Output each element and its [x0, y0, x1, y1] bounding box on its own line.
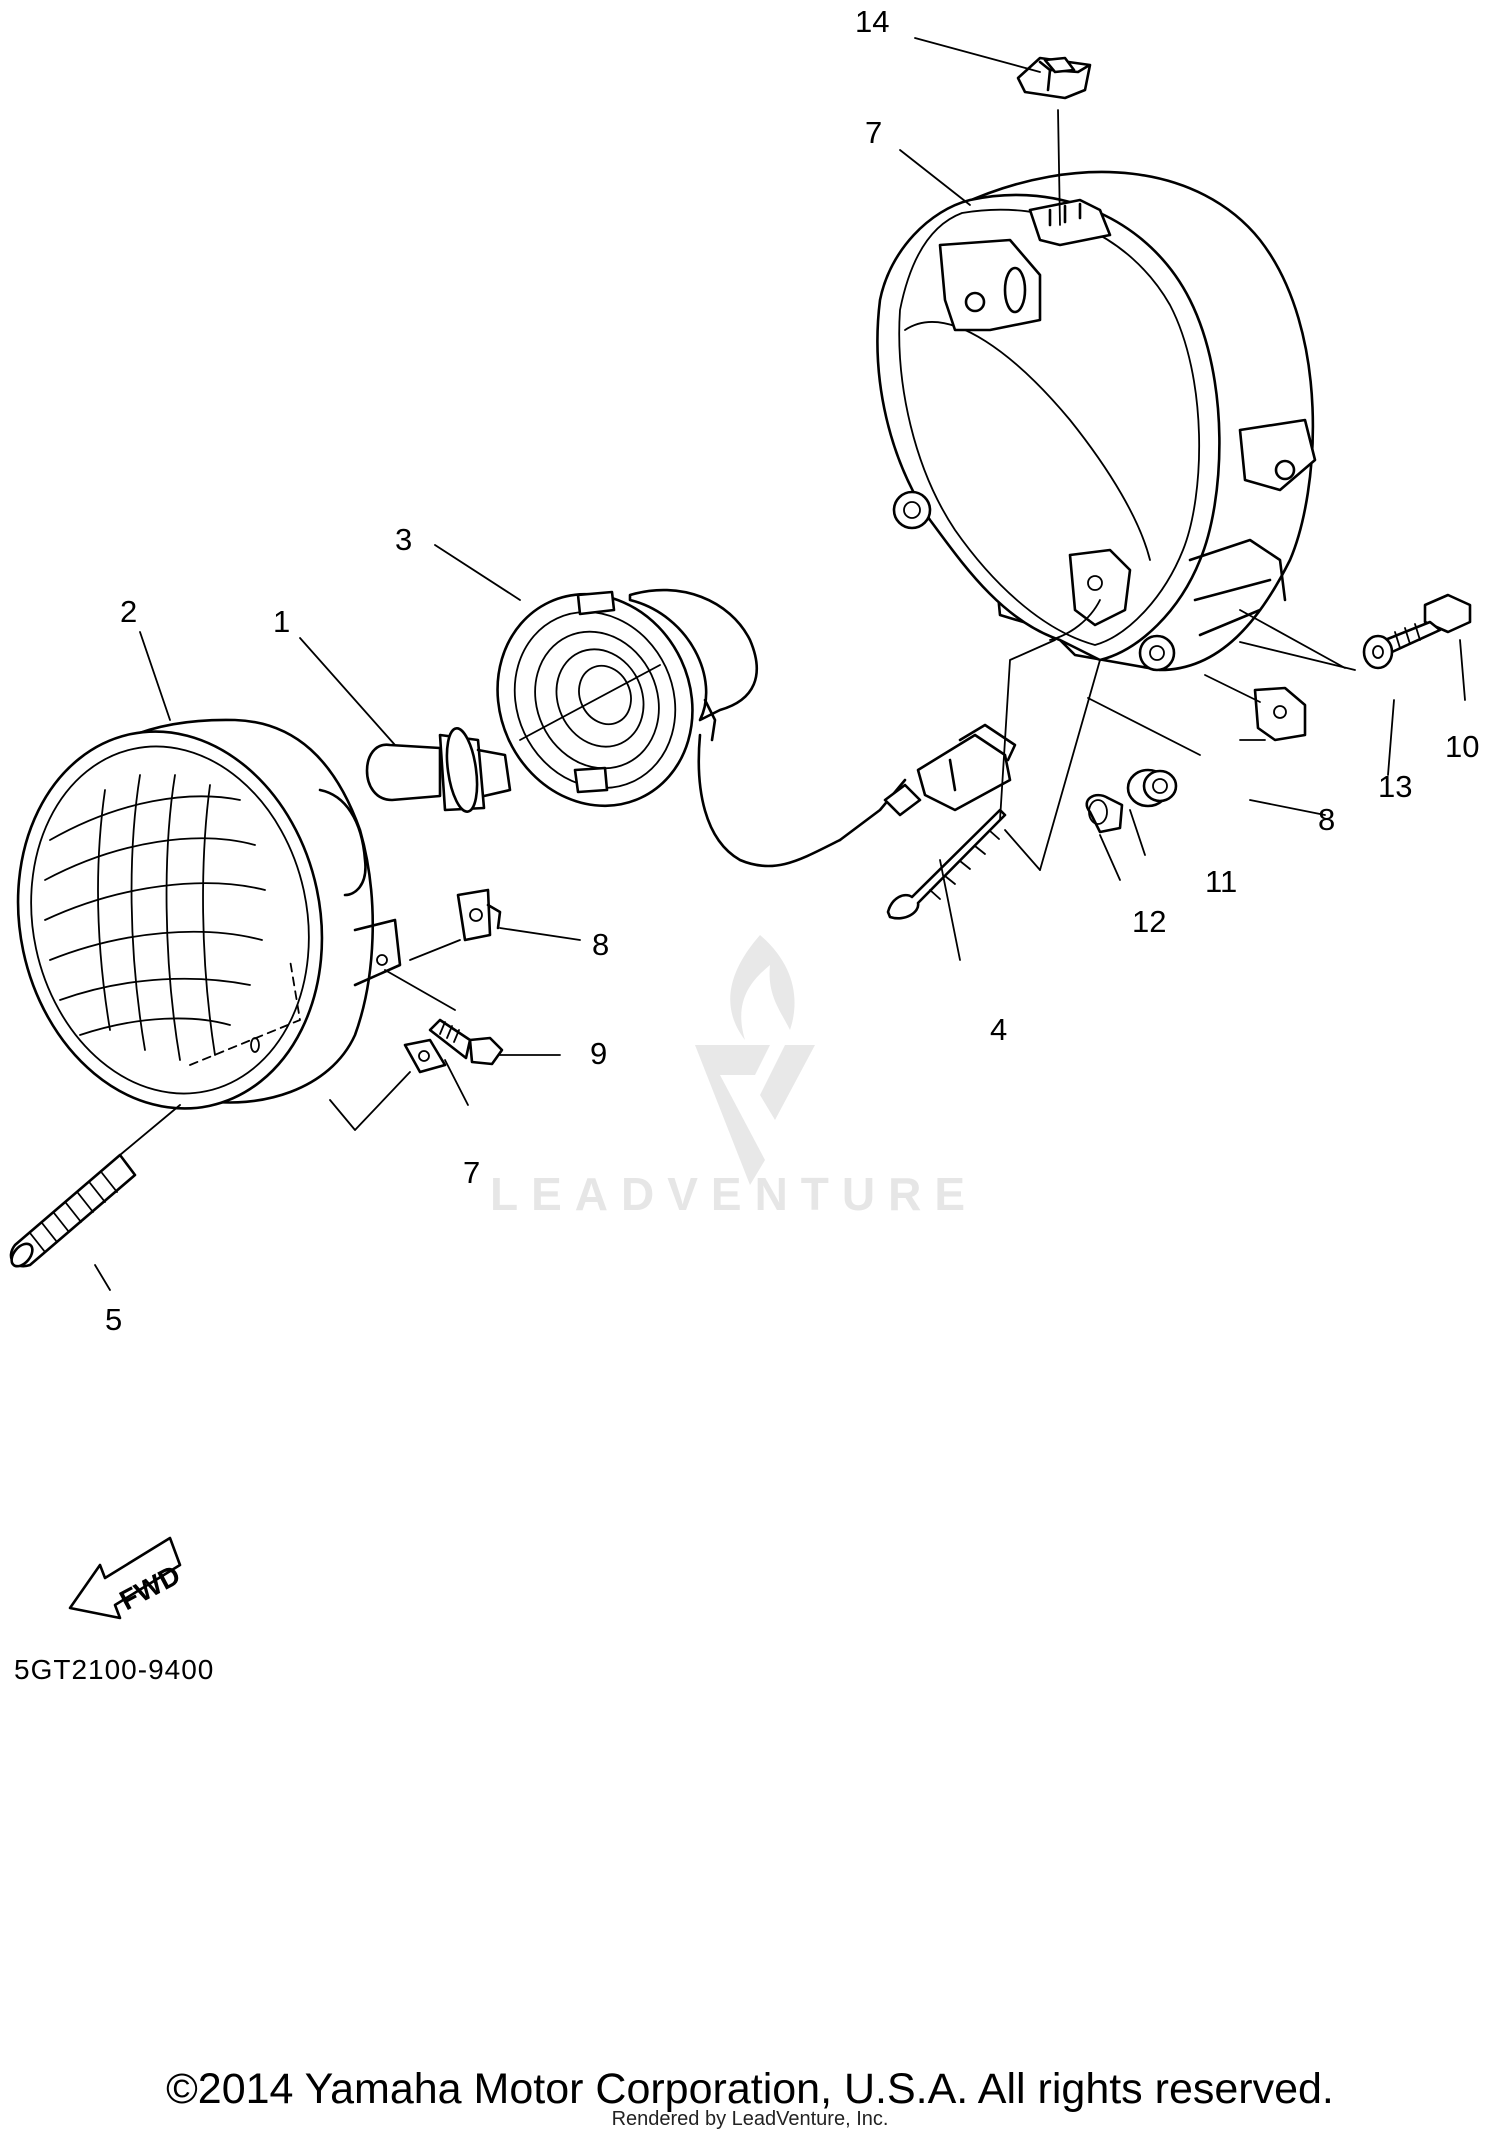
callout-7: 7: [865, 115, 882, 150]
callout-14: 14: [855, 4, 889, 39]
diagram-code: 5GT2100-9400: [14, 1654, 215, 1685]
screw-9: [428, 1018, 504, 1066]
grommet-11: [1126, 768, 1178, 808]
forward-direction-arrow: FWD: [68, 1536, 185, 1620]
clip-nut-left: [456, 888, 502, 942]
callout-numbers: 14 7 3 2 1 8 9 7 5 4 12 11 8 13 10: [105, 4, 1479, 1337]
headlight-bulb: [365, 727, 512, 813]
collar-12: [1085, 793, 1124, 834]
headlight-lens-unit: [16, 718, 402, 1110]
callout-6: 7: [463, 1155, 480, 1190]
callout-3: 3: [395, 522, 412, 557]
washer-13: [1362, 634, 1394, 670]
copyright-notice: ©2014 Yamaha Motor Corporation, U.S.A. A…: [166, 2065, 1334, 2113]
bulb-socket-assembly: [496, 588, 842, 868]
callout-12: 12: [1132, 904, 1166, 939]
callout-9: 9: [590, 1036, 607, 1071]
long-screw: [886, 808, 1007, 920]
leadventure-watermark: LEADVENTURE: [490, 935, 978, 1220]
adjusting-spring: [9, 1153, 137, 1268]
rendered-by-notice: Rendered by LeadVenture, Inc.: [611, 2108, 889, 2130]
square-nut: [403, 1038, 447, 1074]
screw-10: [1378, 593, 1472, 654]
rubber-cap: [1016, 56, 1092, 100]
callout-10: 10: [1445, 729, 1479, 764]
callout-1: 1: [273, 604, 290, 639]
callout-13: 13: [1378, 769, 1412, 804]
callout-2: 2: [120, 594, 137, 629]
lens-pattern: [44, 774, 266, 1061]
leader-lines: [94, 37, 1466, 1291]
watermark-text: LEADVENTURE: [490, 1168, 978, 1220]
wire-connector: [838, 723, 1017, 842]
headlight-housing: [876, 170, 1317, 672]
callout-4: 4: [990, 1012, 1007, 1047]
callout-8-right: 8: [1318, 802, 1335, 837]
clip-nut-right: [1253, 686, 1307, 742]
callout-5: 5: [105, 1302, 122, 1337]
callout-8-left: 8: [592, 927, 609, 962]
callout-11: 11: [1205, 864, 1237, 899]
